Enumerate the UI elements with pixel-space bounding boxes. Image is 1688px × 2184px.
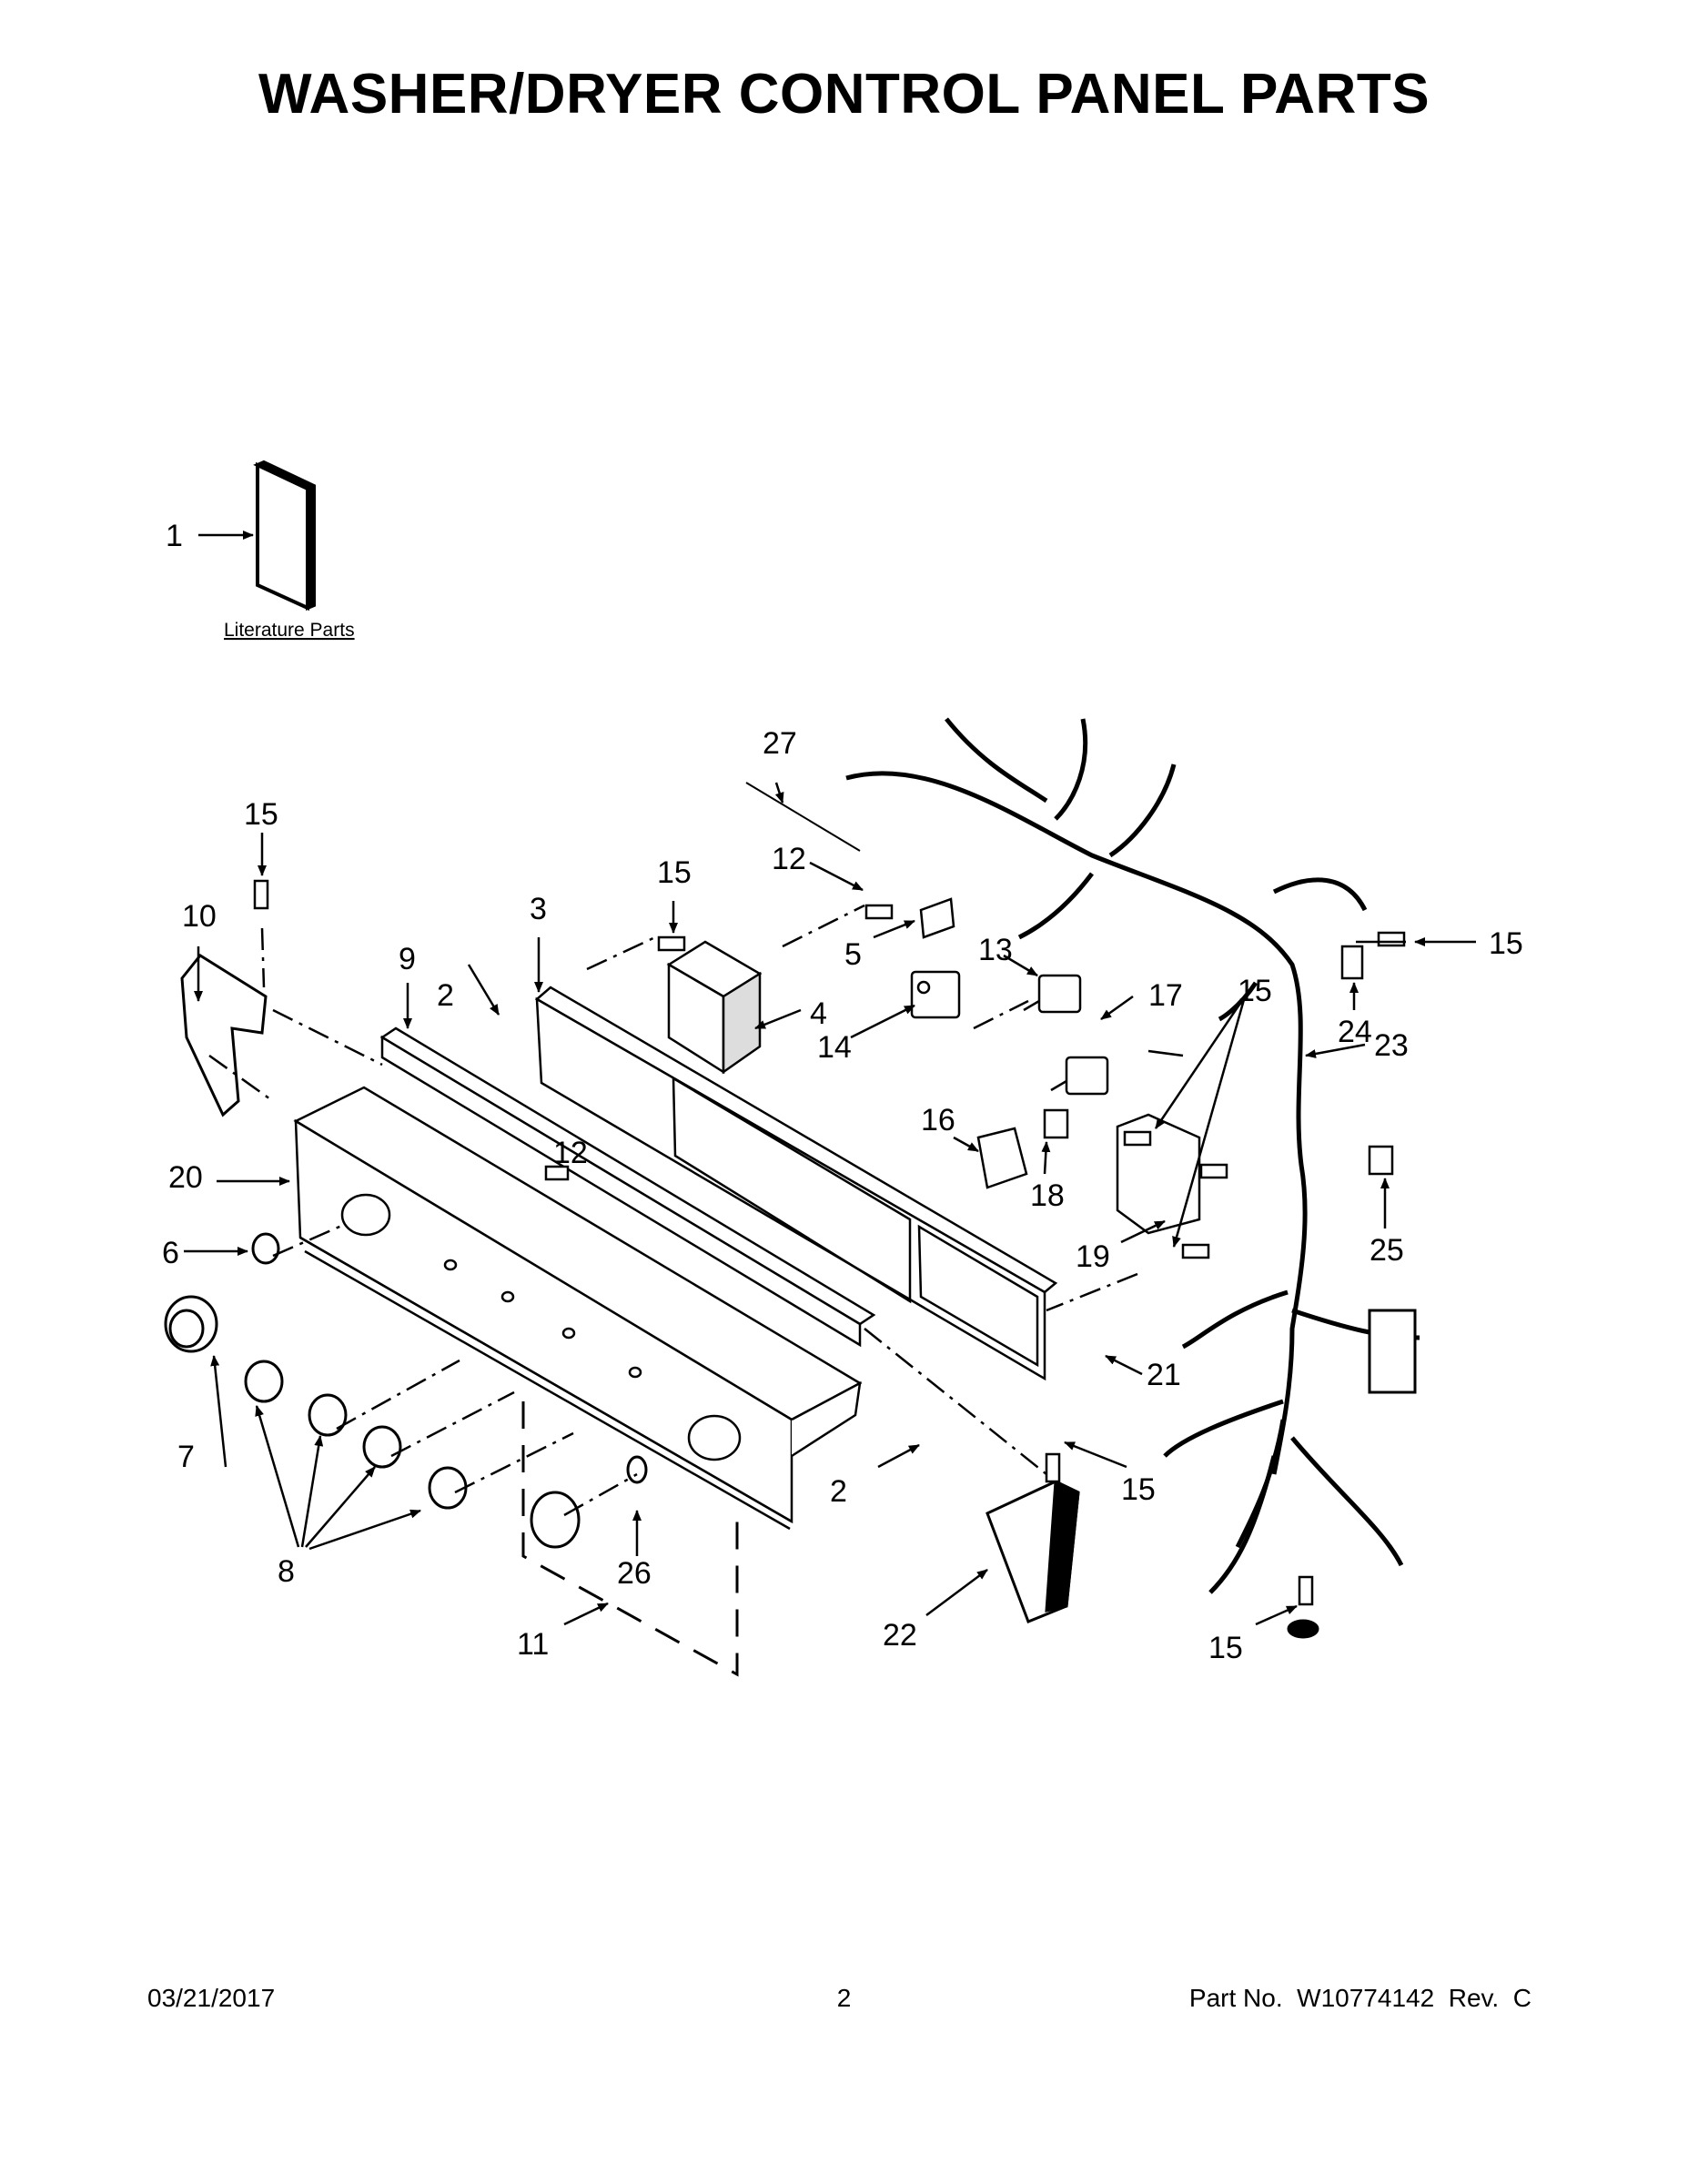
callout-14: 14 — [817, 1030, 852, 1065]
callout-13: 13 — [978, 933, 1013, 967]
callout-11: 11 — [517, 1627, 549, 1662]
callout-12: 12 — [772, 842, 806, 876]
callout-15: 15 — [1208, 1631, 1243, 1665]
callout-6: 6 — [162, 1236, 179, 1270]
wire-harness — [845, 717, 1420, 1594]
callout-15: 15 — [1121, 1472, 1156, 1507]
callout-labels: 1 Literature Parts 15 10 9 2 3 15 27 12 … — [162, 519, 1523, 1665]
control-panel-console — [293, 1086, 863, 1531]
footer-page-number: 2 — [836, 1984, 852, 2012]
callout-26: 26 — [617, 1556, 652, 1591]
relay — [976, 1127, 1028, 1189]
literature-parts-label: Literature Parts — [224, 620, 355, 641]
callout-12: 12 — [553, 1136, 588, 1170]
page-title: WASHER/DRYER CONTROL PANEL PARTS — [258, 63, 1430, 126]
footer-part-number: Part No. W10774142 Rev. C — [1188, 1984, 1531, 2012]
callout-18: 18 — [1030, 1178, 1065, 1213]
package-outline — [521, 1401, 739, 1677]
callout-3: 3 — [530, 892, 547, 926]
callout-24: 24 — [1338, 1015, 1372, 1049]
encoder — [1023, 974, 1109, 1096]
callout-20: 20 — [168, 1160, 203, 1195]
callout-27: 27 — [763, 726, 797, 761]
callout-5: 5 — [844, 937, 862, 972]
callout-15: 15 — [1489, 926, 1523, 961]
callout-16: 16 — [921, 1103, 955, 1138]
callout-1: 1 — [166, 519, 183, 553]
callout-8: 8 — [278, 1554, 295, 1589]
callout-17: 17 — [1148, 978, 1183, 1013]
bracket-strip — [379, 1026, 876, 1348]
end-bracket — [180, 954, 268, 1117]
connector — [1043, 945, 1394, 1176]
footer-date: 03/21/2017 — [147, 1984, 276, 2012]
assembly-lines — [208, 904, 1138, 1517]
callout-7: 7 — [177, 1440, 195, 1474]
callout-15: 15 — [657, 855, 692, 890]
callout-15: 15 — [244, 797, 278, 832]
callout-arrows — [184, 531, 1476, 1626]
callout-4: 4 — [810, 996, 827, 1031]
callout-22: 22 — [883, 1618, 917, 1653]
harness-block — [1287, 1309, 1417, 1639]
callout-2: 2 — [437, 978, 454, 1013]
end-cap — [986, 1479, 1080, 1623]
callout-2: 2 — [830, 1474, 847, 1509]
literature-booklet — [253, 460, 316, 612]
callout-23: 23 — [1374, 1028, 1409, 1063]
switch — [919, 897, 955, 939]
callout-9: 9 — [399, 942, 416, 976]
rotary-switch — [910, 970, 961, 1019]
callout-25: 25 — [1370, 1233, 1404, 1268]
sensor-wire — [745, 782, 861, 852]
callout-15: 15 — [1238, 974, 1272, 1008]
control-panel-board — [534, 986, 1058, 1381]
callout-21: 21 — [1147, 1358, 1181, 1392]
callout-19: 19 — [1076, 1239, 1110, 1274]
control-module — [666, 940, 763, 1075]
callout-10: 10 — [182, 899, 217, 934]
